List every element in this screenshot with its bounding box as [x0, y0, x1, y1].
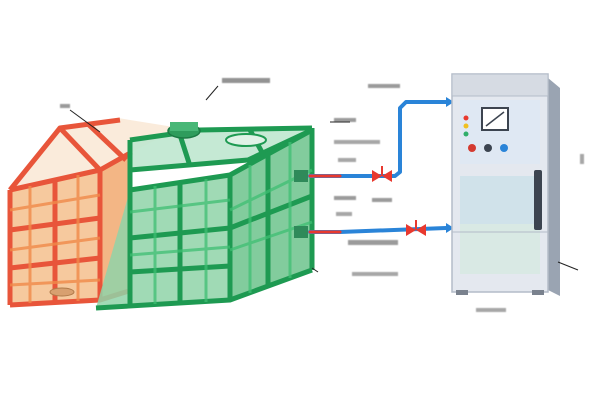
valve-bottom-icon — [406, 220, 426, 236]
control-knob-icon — [468, 144, 476, 152]
pipe-arrow-icon — [446, 223, 454, 233]
pipe-mid-note — [336, 212, 352, 216]
outer-tank-frame — [95, 125, 315, 311]
return-pipe — [308, 100, 448, 178]
right-callout — [580, 154, 584, 164]
valve-label — [348, 240, 398, 245]
valve-top-icon — [372, 166, 392, 182]
pipe-top-note — [334, 118, 380, 162]
tank-vent-cap-icon — [225, 133, 267, 147]
diagram-labels — [60, 78, 584, 312]
indicator-light-icon — [463, 131, 469, 137]
top-callout — [222, 78, 270, 83]
inner-tank-drain-icon — [49, 287, 75, 297]
tank-inlet-port — [294, 170, 308, 182]
bottom-note — [352, 272, 398, 276]
pipe-network — [308, 97, 454, 234]
leader-lines — [69, 85, 579, 273]
pipe-arrow-icon — [446, 97, 454, 107]
ozone-generator-cabinet — [451, 73, 560, 296]
indicator-light-icon — [463, 115, 469, 121]
control-knob-icon — [500, 144, 508, 152]
machine-width-label — [476, 308, 506, 312]
pipe-top-label — [368, 84, 400, 88]
control-knob-icon — [484, 144, 492, 152]
indicator-light-icon — [463, 123, 469, 129]
outer-tank — [95, 122, 315, 311]
tank-outlet-port — [294, 226, 308, 238]
pipe-mid-label — [334, 196, 392, 202]
cabinet-door-handle — [534, 170, 542, 230]
left-callout — [60, 104, 70, 108]
